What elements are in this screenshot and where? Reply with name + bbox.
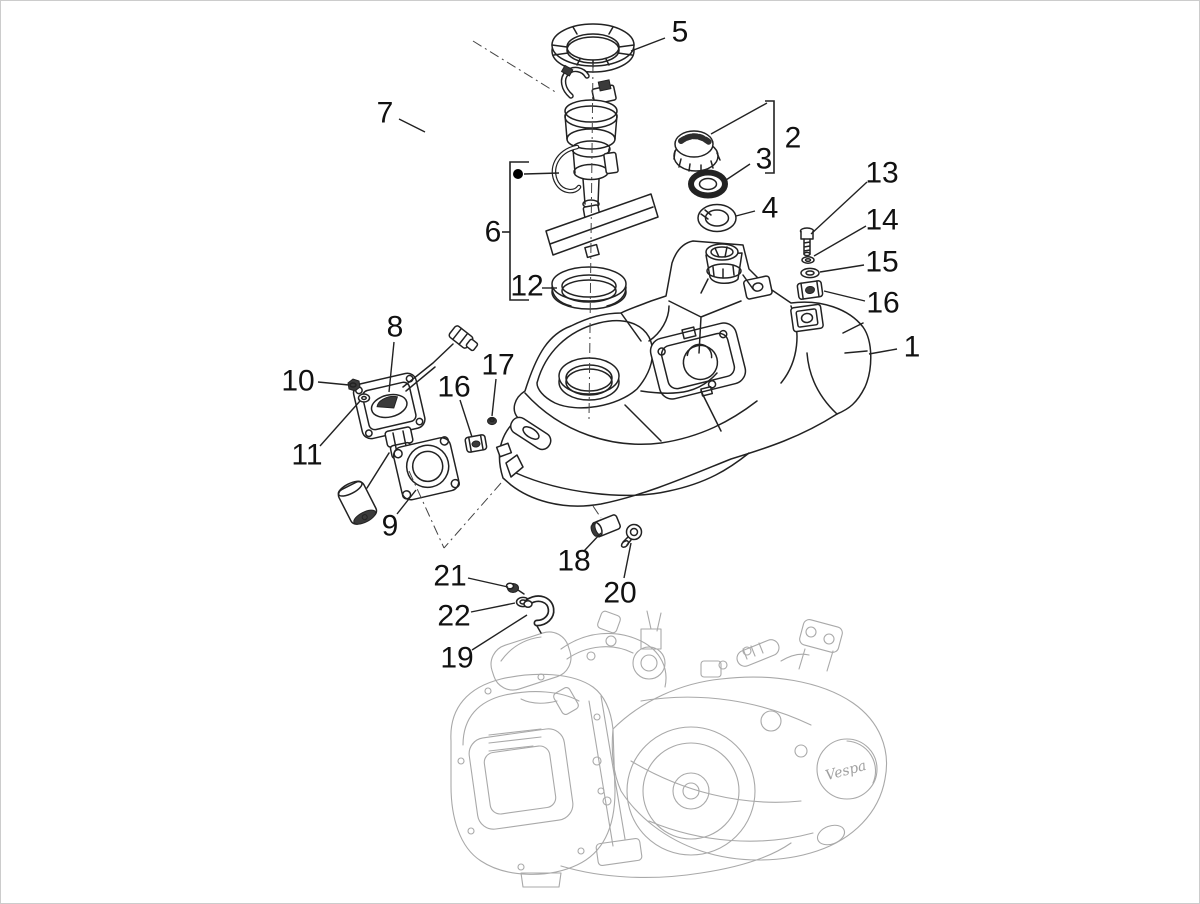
fuel-cap <box>673 130 721 173</box>
nut-10 <box>347 378 361 392</box>
callout-label-16: 16 <box>866 287 899 320</box>
sender-cable <box>402 343 454 388</box>
anchor-dot <box>513 169 523 179</box>
callout-label-15: 15 <box>865 246 898 279</box>
callout-leader-4 <box>735 210 756 217</box>
spacer-bushing-18 <box>590 514 621 538</box>
tank-mount-fasteners <box>796 227 824 300</box>
washer-15 <box>800 267 820 279</box>
tank-left-ear <box>495 416 552 478</box>
clip-nut-16-left <box>464 434 488 453</box>
callout-label-4: 4 <box>762 192 779 225</box>
fuel-level-sender <box>337 325 479 525</box>
callout-label-17: 17 <box>481 349 514 382</box>
callout-label-10: 10 <box>281 365 314 398</box>
callout-leader-21 <box>467 577 509 588</box>
vespa-logo: Vespa <box>824 758 868 784</box>
callout-leader-8 <box>388 341 395 393</box>
callout-label-16: 16 <box>437 371 470 404</box>
callout-label-7: 7 <box>377 97 394 130</box>
callout-label-12: 12 <box>510 270 543 303</box>
clip-nut-16-right <box>796 280 824 300</box>
callout-label-19: 19 <box>440 642 473 675</box>
callout-leader-15 <box>819 264 865 273</box>
float-rod <box>366 452 390 489</box>
callout-leader-20 <box>623 542 632 579</box>
callout-label-22: 22 <box>437 600 470 633</box>
cap-gasket <box>688 169 728 199</box>
tank-sender-mount <box>649 322 747 400</box>
pump-flag-plate <box>545 193 659 256</box>
bolt-13 <box>799 227 815 257</box>
callout-leader-7 <box>398 118 426 133</box>
callout-leader-1 <box>868 348 898 355</box>
callout-label-11: 11 <box>291 439 322 472</box>
engine-frame-strut <box>560 695 792 878</box>
washer-14 <box>801 256 815 264</box>
callout-label-18: 18 <box>557 545 590 578</box>
callout-label-14: 14 <box>865 204 898 237</box>
sender-gasket <box>392 436 461 501</box>
callout-label-13: 13 <box>865 157 898 190</box>
retainer-ring <box>697 203 737 233</box>
callout-leader-13 <box>810 181 868 235</box>
fuel-pump-assembly <box>545 64 659 259</box>
fuel-tank <box>495 240 872 507</box>
callout-leader-2 <box>710 102 768 135</box>
tank-bracket-upper <box>743 275 773 300</box>
hook-bracket-19 <box>523 595 555 634</box>
spacer-ring <box>551 266 627 310</box>
washer-11 <box>357 393 371 403</box>
callout-label-20: 20 <box>603 577 636 610</box>
callout-label-2: 2 <box>785 122 802 155</box>
nut-17 <box>487 416 497 426</box>
bolt-21 <box>505 582 525 595</box>
callout-leader-19 <box>471 614 528 651</box>
callout-label-6: 6 <box>485 216 502 249</box>
callout-leader-16 <box>823 290 866 302</box>
callout-bracket-2 <box>765 100 775 174</box>
callout-label-1: 1 <box>904 331 921 364</box>
callout-label-5: 5 <box>672 16 689 49</box>
callout-label-8: 8 <box>387 311 404 344</box>
callout-leader-5 <box>630 37 666 52</box>
anchor-dot-leader <box>523 172 560 175</box>
callout-leader-14 <box>813 225 867 257</box>
callout-leader-22 <box>470 602 516 613</box>
callout-label-3: 3 <box>756 143 773 176</box>
centerlines <box>408 40 602 549</box>
tank-bracket-bolt-seat <box>790 303 824 333</box>
callout-leader-18 <box>583 532 602 552</box>
callout-leader-9 <box>396 489 417 515</box>
float <box>337 480 378 525</box>
callout-leader-3 <box>722 163 751 183</box>
sender-connector <box>448 325 479 352</box>
engine-drawing: Vespa <box>450 610 888 888</box>
callout-leader-16 <box>459 399 473 438</box>
bolt-20 <box>620 523 643 548</box>
callout-leader-17 <box>491 378 497 417</box>
engine-cylinder-head <box>490 610 667 715</box>
callout-label-21: 21 <box>433 560 466 593</box>
engine-crankcase <box>450 673 616 888</box>
ring-nut <box>551 23 635 73</box>
engine-transmission-cover <box>611 676 888 861</box>
callout-leader-10 <box>317 381 350 386</box>
engine-mount-bracket <box>700 619 843 678</box>
callout-bracket-6 <box>509 161 529 301</box>
callout-label-9: 9 <box>382 510 399 543</box>
callout-leader-11 <box>319 400 361 447</box>
filler-neck <box>700 243 754 294</box>
